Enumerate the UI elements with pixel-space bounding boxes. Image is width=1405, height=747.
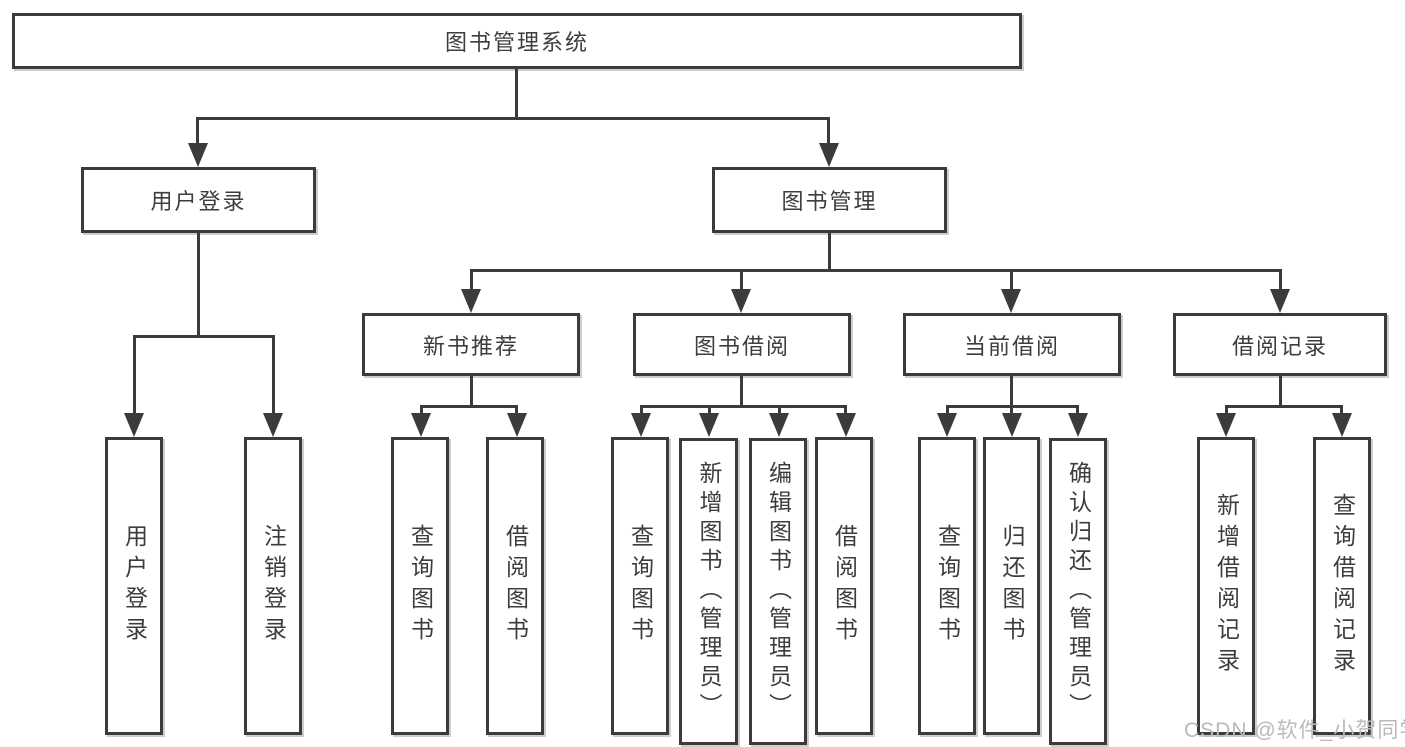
node-user-login: 用户登录 bbox=[81, 167, 316, 233]
node-book-management-label: 图书管理 bbox=[781, 189, 878, 214]
arrow-down-icon bbox=[836, 413, 856, 437]
leaf-add-borrow-record-label: 新增借阅记录 bbox=[1213, 493, 1240, 679]
leaf-query-books-current: 查询图书 bbox=[918, 437, 976, 735]
leaf-logout-label: 注销登录 bbox=[260, 524, 287, 648]
leaf-add-borrow-record: 新增借阅记录 bbox=[1197, 437, 1255, 735]
node-current-borrowing-label: 当前借阅 bbox=[963, 333, 1060, 359]
arrow-down-icon bbox=[699, 413, 719, 437]
arrow-down-icon bbox=[263, 413, 283, 437]
arrow-down-icon bbox=[1068, 413, 1088, 437]
arrow-down-icon bbox=[769, 413, 789, 437]
leaf-user-login: 用户登录 bbox=[105, 437, 163, 735]
leaf-confirm-return-admin: 确认归还（管理员） bbox=[1049, 438, 1107, 745]
leaf-query-borrow-record: 查询借阅记录 bbox=[1313, 437, 1371, 735]
leaf-query-books-borrowing: 查询图书 bbox=[611, 437, 669, 735]
leaf-borrow-books-borrowing-label: 借阅图书 bbox=[831, 524, 858, 648]
arrow-down-icon bbox=[188, 143, 208, 167]
leaf-edit-books-admin: 编辑图书（管理员） bbox=[749, 438, 807, 745]
watermark: CSDN @软件_小贺同学 bbox=[1184, 719, 1405, 742]
leaf-borrow-books-newrec: 借阅图书 bbox=[486, 437, 544, 735]
arrow-down-icon bbox=[937, 413, 957, 437]
leaf-borrow-books-newrec-label: 借阅图书 bbox=[502, 524, 529, 648]
node-borrow-records-label: 借阅记录 bbox=[1231, 333, 1328, 359]
leaf-add-books-admin-label: 新增图书（管理员） bbox=[696, 461, 722, 722]
node-borrow-records: 借阅记录 bbox=[1173, 313, 1387, 376]
leaf-query-borrow-record-label: 查询借阅记录 bbox=[1329, 493, 1356, 679]
arrow-down-icon bbox=[411, 413, 431, 437]
leaf-query-books-borrowing-label: 查询图书 bbox=[627, 524, 654, 648]
arrow-down-icon bbox=[1002, 413, 1022, 437]
node-root: 图书管理系统 bbox=[12, 13, 1022, 69]
leaf-user-login-label: 用户登录 bbox=[121, 524, 148, 648]
arrow-down-icon bbox=[731, 289, 751, 313]
arrow-down-icon bbox=[1332, 413, 1352, 437]
arrow-down-icon bbox=[1216, 413, 1236, 437]
node-new-book-recommend-label: 新书推荐 bbox=[422, 333, 519, 359]
arrow-down-icon bbox=[124, 413, 144, 437]
node-user-login-label: 用户登录 bbox=[150, 189, 247, 214]
leaf-logout: 注销登录 bbox=[244, 437, 302, 735]
node-book-borrowing-label: 图书借阅 bbox=[693, 333, 790, 359]
leaf-query-books-current-label: 查询图书 bbox=[934, 524, 961, 648]
leaf-add-books-admin: 新增图书（管理员） bbox=[679, 438, 738, 745]
leaf-query-books-newrec: 查询图书 bbox=[391, 437, 449, 735]
node-book-borrowing: 图书借阅 bbox=[633, 313, 851, 376]
arrow-down-icon bbox=[1270, 289, 1290, 313]
arrow-down-icon bbox=[461, 289, 481, 313]
leaf-borrow-books-borrowing: 借阅图书 bbox=[815, 437, 873, 735]
leaf-return-books-label: 归还图书 bbox=[999, 524, 1025, 648]
arrow-down-icon bbox=[507, 413, 527, 437]
leaf-confirm-return-admin-label: 确认归还（管理员） bbox=[1065, 461, 1092, 722]
leaf-query-books-newrec-label: 查询图书 bbox=[407, 524, 434, 648]
arrow-down-icon bbox=[1001, 289, 1021, 313]
arrow-down-icon bbox=[631, 413, 651, 437]
node-current-borrowing: 当前借阅 bbox=[903, 313, 1121, 376]
node-book-management: 图书管理 bbox=[712, 167, 947, 233]
leaf-edit-books-admin-label: 编辑图书（管理员） bbox=[765, 461, 792, 722]
arrow-down-icon bbox=[819, 143, 839, 167]
node-root-label: 图书管理系统 bbox=[444, 30, 589, 55]
leaf-return-books: 归还图书 bbox=[983, 437, 1040, 735]
node-new-book-recommend: 新书推荐 bbox=[362, 313, 580, 376]
